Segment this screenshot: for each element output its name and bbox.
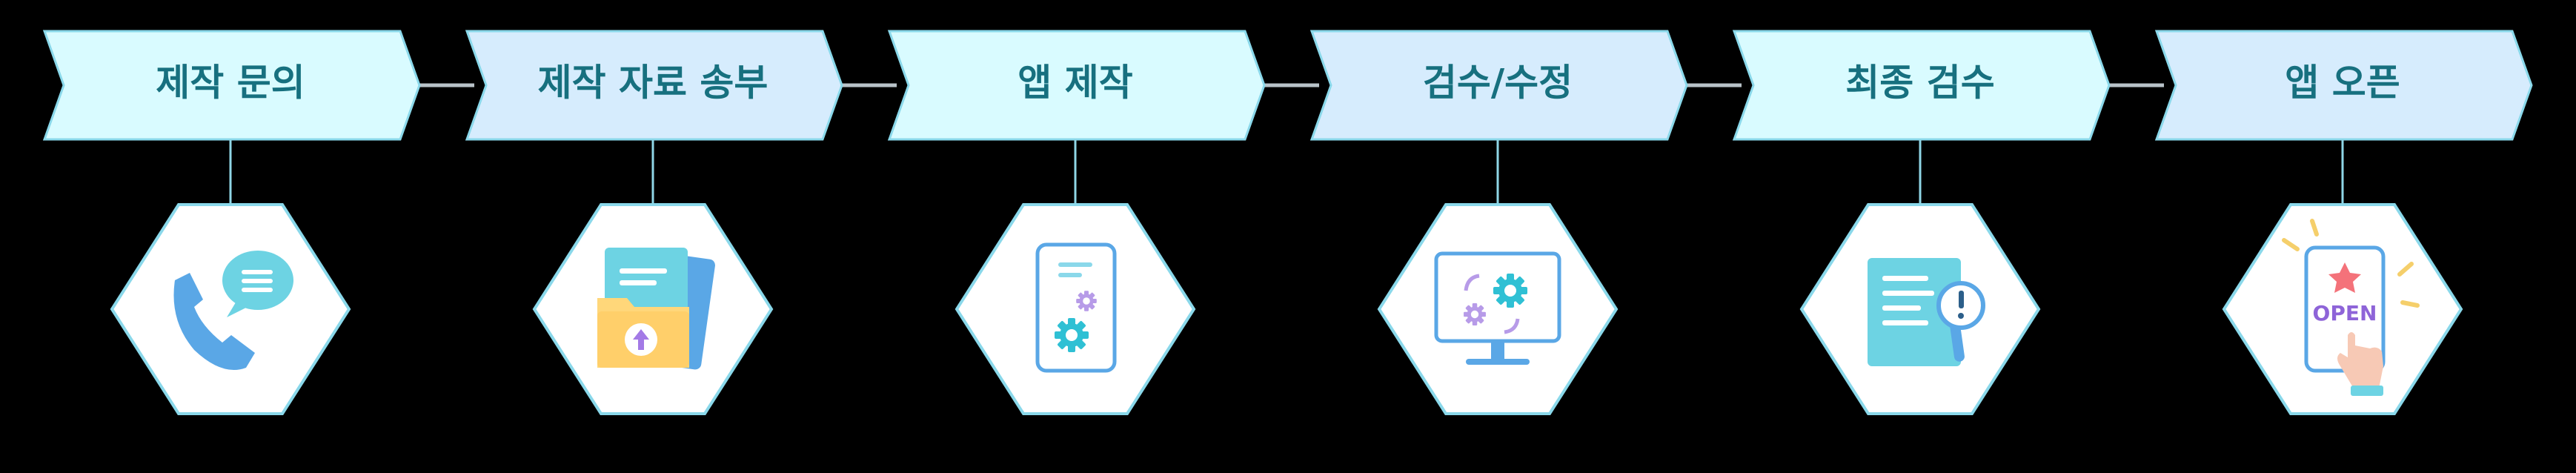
phone-chat-icon (173, 251, 293, 370)
step-label-3: 앱 제작 (1018, 62, 1132, 105)
step-label-5: 최종 검수 (1845, 62, 1994, 105)
app-open-icon: OPEN (2282, 219, 2420, 396)
icon-hexagon-1 (110, 203, 351, 415)
step-label-1: 제작 문의 (156, 62, 305, 105)
step-label-6: 앱 오픈 (2285, 62, 2400, 105)
step-label-4: 검수/수정 (1423, 62, 1573, 105)
open-badge: OPEN (2313, 301, 2377, 325)
document-inspect-icon (1868, 258, 1985, 366)
step-chevron-6 (2154, 30, 2533, 141)
step-label-2: 제작 자료 송부 (538, 62, 769, 105)
step-chevron-1 (42, 30, 421, 141)
folder-upload-icon (597, 248, 715, 370)
step-chevron-3 (887, 30, 1266, 141)
step-chevron-2 (465, 30, 843, 141)
step-chevron-4 (1309, 30, 1688, 141)
step-chevron-5 (1732, 30, 2111, 141)
monitor-gears-icon (1434, 251, 1561, 365)
phone-gears-icon (1035, 242, 1117, 373)
